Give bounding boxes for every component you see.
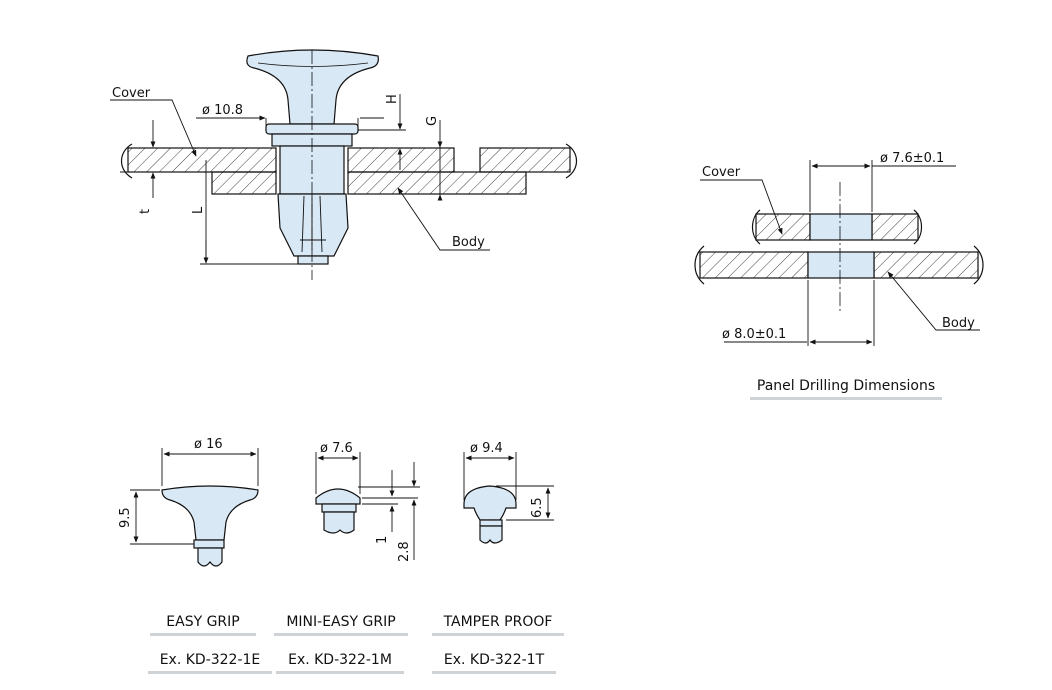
tamper-proof-height: 6.5 — [530, 497, 545, 518]
variant-name-text: EASY GRIP — [166, 614, 240, 630]
tamper-proof-labels: ø 9.4 6.5 — [470, 441, 545, 518]
variant-example-tamper-proof: Ex. KD-322-1T — [432, 652, 556, 674]
tamper-proof-drawing — [463, 452, 554, 544]
g-label: G — [425, 116, 440, 126]
dim-h — [358, 94, 406, 170]
variant-example-text: Ex. KD-322-1E — [159, 652, 261, 668]
variant-example-text: Ex. KD-322-1T — [443, 652, 545, 668]
easy-grip-dia: ø 16 — [194, 437, 223, 452]
body-leader — [397, 187, 490, 251]
variant-name-text: MINI-EASY GRIP — [286, 614, 396, 630]
panel-drilling-labels: Cover Body ø 7.6±0.1 ø 8.0±0.1 — [702, 151, 975, 342]
drill-top-dia-label: ø 7.6±0.1 — [880, 151, 944, 166]
mini-easy-grip-labels: ø 7.6 1 2.8 — [320, 441, 412, 562]
easy-grip-labels: ø 16 9.5 — [118, 437, 223, 528]
cover-label: Cover — [112, 86, 151, 101]
dia-10-8-label: ø 10.8 — [202, 103, 243, 118]
variant-name-mini-easy-grip: MINI-EASY GRIP — [274, 614, 408, 636]
mini-easy-grip-small: 1 — [375, 536, 390, 544]
caption-underline — [274, 633, 408, 636]
mini-easy-grip-tall: 2.8 — [397, 541, 412, 562]
variant-example-easy-grip: Ex. KD-322-1E — [148, 652, 272, 674]
cover-leader — [110, 99, 197, 157]
caption-underline — [432, 633, 564, 636]
main-labels: Cover Body ø 10.8 H G t L — [112, 86, 485, 250]
variant-example-text: Ex. KD-322-1M — [288, 652, 392, 668]
dim-l — [200, 160, 298, 265]
variant-name-easy-grip: EASY GRIP — [150, 614, 256, 636]
h-label: H — [385, 94, 400, 104]
drill-body-label: Body — [942, 316, 975, 331]
main-assembly — [110, 49, 578, 280]
variant-name-text: TAMPER PROOF — [443, 614, 553, 630]
tamper-proof-dia: ø 9.4 — [470, 441, 503, 456]
caption-underline — [150, 633, 256, 636]
variant-example-mini-easy-grip: Ex. KD-322-1M — [276, 652, 404, 674]
caption-underline — [750, 397, 942, 400]
caption-underline — [432, 671, 556, 674]
dim-dia-10-8 — [196, 115, 384, 128]
l-label: L — [191, 206, 206, 214]
caption-underline — [148, 671, 272, 674]
panel-drilling-caption-text: Panel Drilling Dimensions — [756, 378, 936, 394]
caption-underline — [276, 671, 404, 674]
dim-t — [120, 120, 212, 198]
easy-grip-height: 9.5 — [118, 507, 133, 528]
mini-easy-grip-dia: ø 7.6 — [320, 441, 353, 456]
t-label: t — [138, 209, 153, 214]
easy-grip-drawing — [130, 448, 259, 567]
panel-drilling-caption: Panel Drilling Dimensions — [750, 378, 942, 400]
drill-cover-label: Cover — [702, 165, 741, 180]
body-label: Body — [452, 235, 485, 250]
variant-name-tamper-proof: TAMPER PROOF — [432, 614, 564, 636]
panel-drilling-diagram — [694, 160, 984, 346]
body-panel — [211, 171, 527, 195]
mini-easy-grip-drawing — [315, 452, 420, 560]
drill-bottom-dia-label: ø 8.0±0.1 — [722, 327, 786, 342]
fastener — [246, 49, 379, 265]
